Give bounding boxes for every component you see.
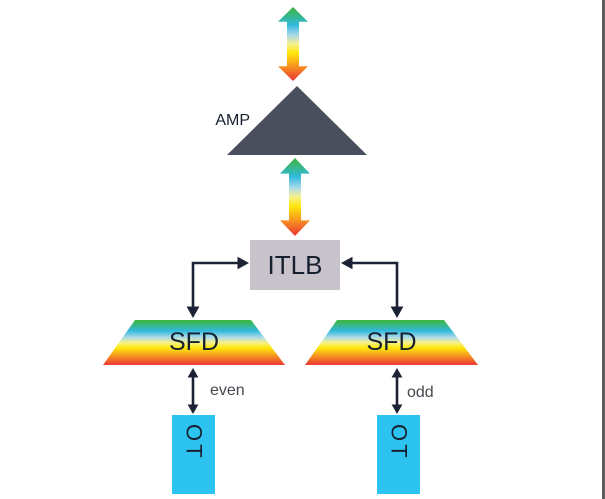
right-elbow-arrow: [341, 256, 404, 318]
right-double-arrow: [391, 368, 403, 414]
sfd-left-trapezoid: SFD: [103, 320, 285, 365]
ot-right-box: OT: [377, 415, 420, 494]
sfd-right-trapezoid: SFD: [305, 320, 478, 365]
bidirectional-spectrum-arrow-icon: [280, 158, 310, 236]
even-label: even: [210, 382, 245, 399]
odd-label: odd: [407, 384, 434, 401]
bidirectional-spectrum-arrow-icon: [278, 7, 308, 81]
itlb-box: ITLB: [250, 240, 340, 290]
itlb-label: ITLB: [267, 249, 323, 280]
sfd-right-label: SFD: [366, 328, 417, 356]
left-double-arrow: [187, 368, 199, 414]
ot-left-box: OT: [172, 415, 215, 494]
ot-right-label: OT: [386, 424, 412, 461]
sfd-left-label: SFD: [169, 328, 219, 356]
ot-left-label: OT: [181, 424, 207, 461]
left-elbow-arrow: [186, 256, 249, 318]
amp-label: AMP: [215, 112, 250, 129]
